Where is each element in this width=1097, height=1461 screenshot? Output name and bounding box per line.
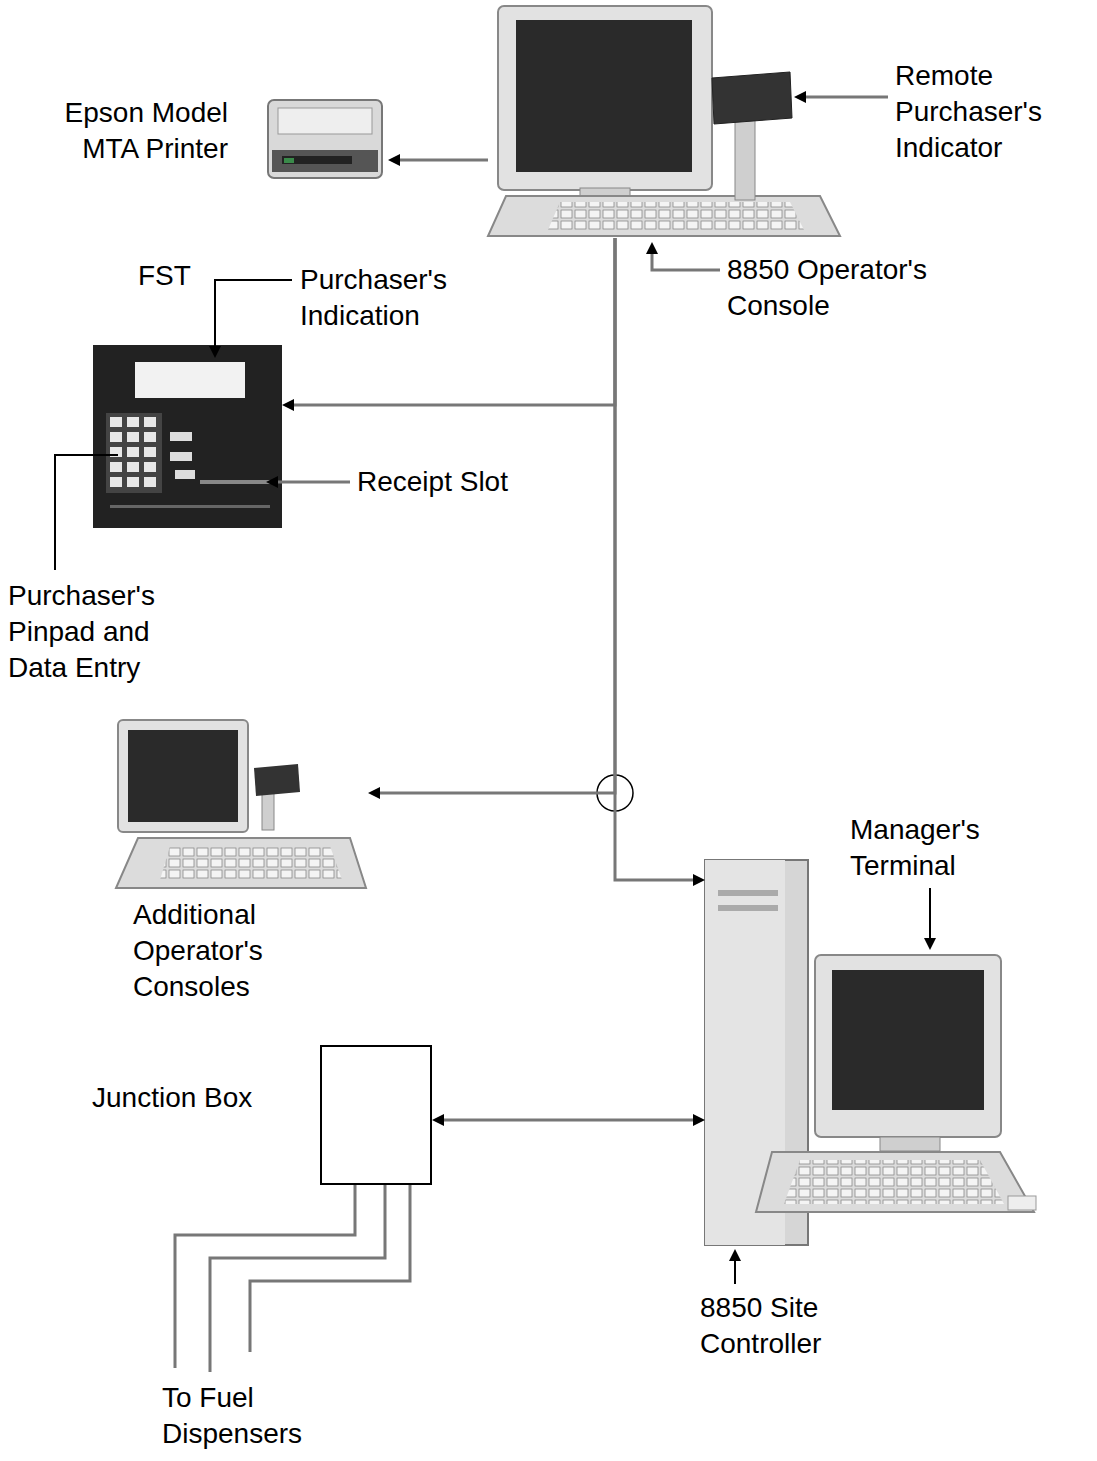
arrow-head	[388, 154, 400, 166]
arrow-head	[282, 399, 294, 411]
device-label: Additional Operator's Consoles	[133, 897, 308, 1005]
fst-terminal-picture	[93, 345, 282, 528]
connector	[388, 154, 488, 166]
fst-node: FST	[93, 345, 282, 528]
callout-label: Purchaser's Indication	[300, 262, 465, 334]
device-label: 8850 Operator's Console	[727, 252, 942, 324]
callout-label: Remote Purchaser's Indicator	[895, 58, 1065, 166]
arrow-head	[693, 874, 705, 886]
callout-label: Manager's Terminal	[850, 812, 1020, 884]
printer-picture	[268, 100, 382, 178]
connector	[282, 238, 615, 411]
operator-console-node: 8850 Operator's Console	[488, 4, 840, 238]
junction-box: Junction Box	[320, 1045, 432, 1185]
arrow-head	[693, 1114, 705, 1126]
callout-label: To Fuel Dispensers	[162, 1380, 337, 1452]
arrow-head	[368, 787, 380, 799]
device-label: Epson Model MTA Printer	[58, 95, 228, 167]
operator-console-picture	[488, 6, 840, 236]
device-label: 8850 Site Controller	[700, 1290, 860, 1362]
device-label: Junction Box	[92, 1080, 292, 1116]
callout-label: Purchaser's Pinpad and Data Entry	[8, 578, 183, 686]
additional-console-node: Additional Operator's Consoles	[113, 718, 368, 890]
callout-label: Receipt Slot	[357, 464, 557, 500]
site-controller-node: 8850 Site Controller	[705, 860, 1035, 1245]
connector	[432, 1114, 705, 1126]
device-label: FST	[138, 258, 218, 294]
connector-line	[290, 238, 615, 405]
fuel-lines	[175, 1185, 410, 1372]
additional-console-picture	[116, 720, 366, 888]
arrow-head	[432, 1114, 444, 1126]
connector-line	[396, 159, 488, 162]
connector	[615, 238, 705, 886]
connector-line	[440, 1119, 697, 1122]
connector-line	[615, 238, 697, 880]
printer-node: Epson Model MTA Printer	[262, 92, 388, 182]
site-controller-picture	[705, 860, 1036, 1245]
